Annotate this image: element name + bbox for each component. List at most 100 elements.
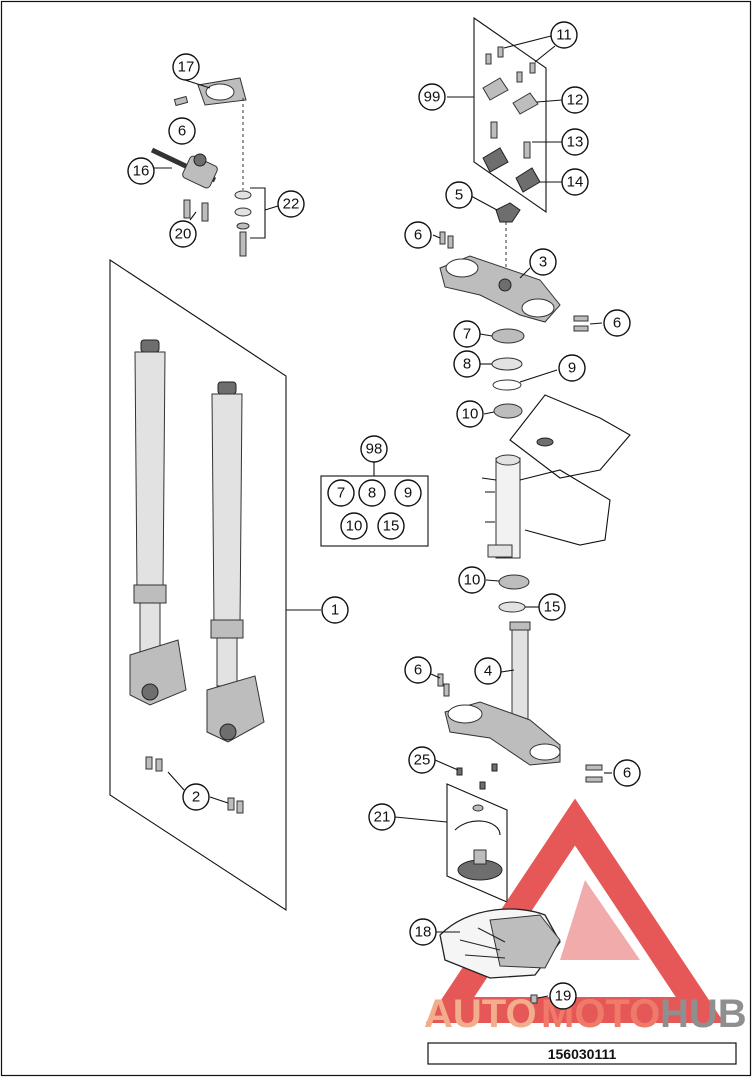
callout-c13: 13	[561, 128, 589, 156]
callout-number: 99	[424, 89, 441, 106]
leader-10b	[485, 579, 500, 582]
callout-circle	[169, 220, 197, 248]
callout-number: 5	[455, 187, 463, 204]
callout-number: 13	[567, 134, 584, 151]
leader-4	[500, 669, 515, 673]
leader-25	[434, 759, 459, 771]
callout-circle	[127, 157, 155, 185]
callout-number: 2	[192, 789, 200, 806]
callout-number: 20	[175, 226, 192, 243]
callout-number: 8	[368, 485, 376, 502]
callout-number: 98	[366, 441, 383, 458]
callout-circle	[561, 168, 589, 196]
callout-circle	[558, 354, 586, 382]
callout-c14: 14	[561, 168, 589, 196]
upper-triple-clamp	[439, 222, 589, 332]
callout-circle	[360, 435, 388, 463]
callout-c16: 16	[127, 157, 155, 185]
frame-steering-head	[481, 394, 631, 559]
callout-c4: 4	[474, 657, 502, 685]
callout-c18: 18	[409, 918, 437, 946]
callout-number: 21	[374, 809, 391, 826]
callout-circle	[458, 566, 486, 594]
callout-number: 1	[331, 602, 339, 619]
leader-10a	[483, 411, 495, 415]
callout-number: 6	[623, 765, 631, 782]
callout-circle	[561, 86, 589, 114]
left-fork-leg	[129, 339, 187, 706]
leader-2a	[167, 771, 185, 791]
leader-2b	[209, 796, 229, 804]
callout-number: 10	[462, 406, 479, 423]
leader-11b	[534, 45, 556, 63]
leader-6b	[589, 322, 603, 325]
callout-circle	[456, 400, 484, 428]
headset-bearings	[491, 328, 525, 419]
callout-kit98-i9: 9	[394, 479, 422, 507]
callout-c98: 98	[360, 435, 388, 463]
callout-c1: 1	[321, 596, 349, 624]
callout-c5: 5	[445, 181, 473, 209]
callout-circle	[418, 83, 446, 111]
callout-circle	[377, 512, 405, 540]
callout-c25: 25	[408, 746, 436, 774]
callout-circle	[603, 309, 631, 337]
callout-circle	[277, 190, 305, 218]
callout-circle	[453, 350, 481, 378]
callout-c9: 9	[558, 354, 586, 382]
leader-17	[184, 79, 211, 89]
callout-number: 25	[414, 752, 431, 769]
callout-number: 4	[484, 663, 492, 680]
callout-number: 8	[463, 356, 471, 373]
callout-circle	[408, 746, 436, 774]
leader-7	[479, 333, 493, 337]
callout-c6d: 6	[404, 656, 432, 684]
steering-damper	[150, 77, 266, 257]
callout-circle	[453, 320, 481, 348]
callout-circle	[538, 593, 566, 621]
callout-circle	[368, 803, 396, 831]
leader-6c	[430, 673, 441, 679]
callout-c11: 11	[550, 21, 578, 49]
reference-number: 156030111	[548, 1046, 617, 1062]
callout-number: 14	[567, 174, 584, 191]
leader-19	[537, 995, 549, 999]
callout-number: 6	[613, 315, 621, 332]
callout-number: 15	[544, 599, 561, 616]
callout-c19: 19	[549, 982, 577, 1010]
callout-c22: 22	[277, 190, 305, 218]
callout-circle	[550, 21, 578, 49]
right-fork-leg	[206, 381, 265, 743]
fork-group-outline	[109, 258, 287, 912]
callout-c12: 12	[561, 86, 589, 114]
callout-c6e: 6	[613, 759, 641, 787]
callout-number: 6	[414, 662, 422, 679]
callout-c10b: 10	[458, 566, 486, 594]
callout-number: 18	[415, 924, 432, 941]
callout-number: 11	[556, 27, 572, 44]
callout-c6c: 6	[603, 309, 631, 337]
callout-number: 7	[463, 326, 471, 343]
callout-kit98-i10: 10	[340, 512, 368, 540]
reference-box	[427, 1042, 737, 1065]
callout-c6b: 6	[404, 221, 432, 249]
kit-99-outline	[473, 16, 547, 214]
lower-seal	[498, 601, 526, 613]
callout-c7: 7	[453, 320, 481, 348]
callout-circle	[445, 181, 473, 209]
callout-number: 17	[178, 59, 195, 76]
callout-circle	[529, 248, 557, 276]
callout-number: 6	[414, 227, 422, 244]
axle-clamp-screws	[145, 756, 244, 814]
callout-circle	[409, 918, 437, 946]
callout-c99: 99	[418, 83, 446, 111]
leader-11a	[503, 35, 552, 49]
callout-c21: 21	[368, 803, 396, 831]
kit-21-outline	[446, 783, 508, 903]
callout-circle	[358, 479, 386, 507]
callout-c2: 2	[182, 783, 210, 811]
callout-number: 22	[283, 196, 300, 213]
